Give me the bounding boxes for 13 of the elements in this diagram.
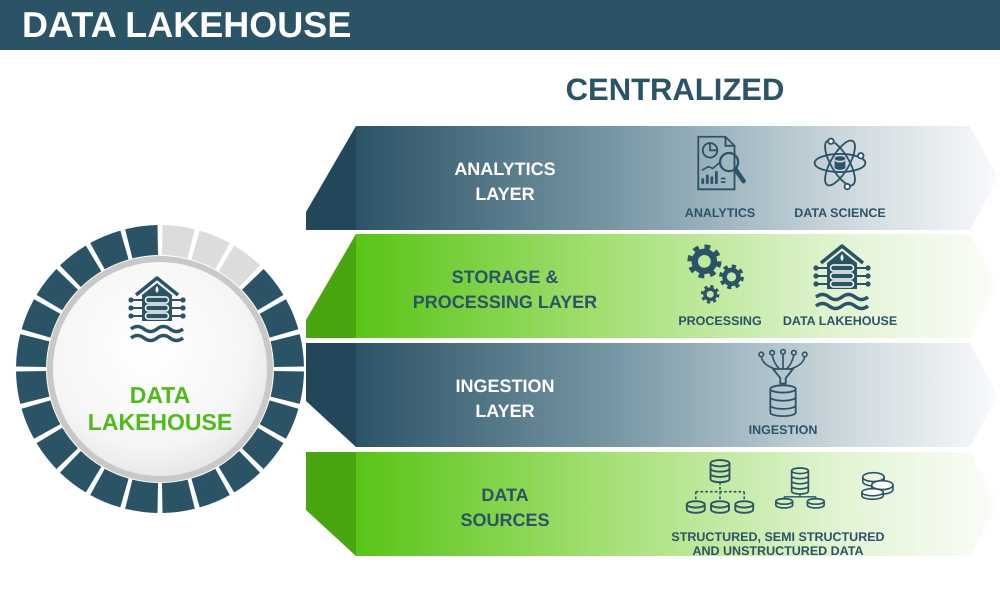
layer-title: STORAGE & PROCESSING LAYER [412, 266, 598, 314]
item-caption: INGESTION [748, 423, 818, 437]
layer-title: ANALYTICS LAYER [453, 158, 557, 206]
section-heading: CENTRALIZED [566, 72, 784, 107]
item-caption: ANALYTICS [684, 206, 756, 220]
item-caption: STRUCTURED, SEMI STRUCTURED AND UNSTRUCTURED DATA [670, 530, 886, 558]
layer-title: DATA SOURCES [459, 484, 550, 532]
item-caption: DATA LAKEHOUSE [782, 314, 898, 328]
item-caption: DATA SCIENCE [794, 206, 886, 220]
layer-title: INGESTION LAYER [454, 375, 556, 423]
title: DATA LAKEHOUSE [22, 6, 352, 44]
hub-title: DATA LAKEHOUSE [86, 382, 234, 436]
item-caption: PROCESSING [678, 314, 762, 328]
